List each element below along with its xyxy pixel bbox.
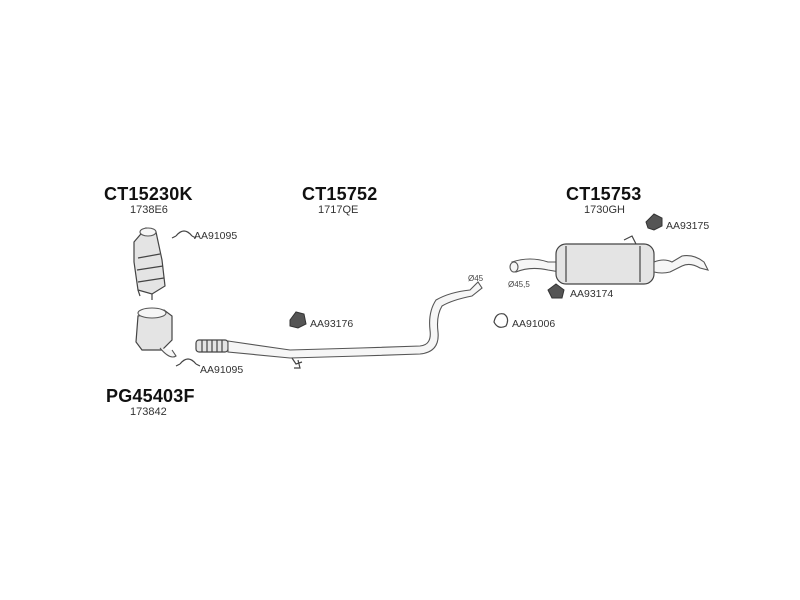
particle-filter bbox=[135, 307, 177, 358]
clamp-icon bbox=[175, 358, 201, 367]
part-number-particle-filter: PG45403F bbox=[106, 386, 195, 406]
catalytic-converter bbox=[133, 227, 166, 300]
dimension-label-silencer-inlet-diameter: Ø45,5 bbox=[508, 280, 530, 289]
ref-number-front-pipe: 1717QE bbox=[318, 204, 359, 216]
accessory-label-mount-front: AA93176 bbox=[310, 318, 354, 330]
accessory-label-mount-rear: AA93174 bbox=[570, 288, 614, 300]
accessory-label-clamp-rear: AA91006 bbox=[512, 318, 556, 330]
rubber-mount-icon bbox=[547, 283, 565, 299]
accessory-label-clamp-bottom: AA91095 bbox=[200, 364, 244, 376]
part-number-catalytic-converter: CT15230K bbox=[104, 184, 193, 204]
rubber-mount-icon bbox=[289, 311, 307, 329]
ref-number-catalytic-converter: 1738E6 bbox=[130, 204, 168, 216]
clamp-icon bbox=[493, 313, 509, 328]
clamp-icon bbox=[171, 230, 197, 239]
rear-silencer bbox=[509, 235, 710, 285]
accessory-label-mount-top: AA93175 bbox=[666, 220, 710, 232]
ref-number-particle-filter: 173842 bbox=[130, 406, 167, 418]
front-pipe bbox=[195, 281, 483, 369]
accessory-label-clamp-top: AA91095 bbox=[194, 230, 238, 242]
part-number-front-pipe: CT15752 bbox=[302, 184, 378, 204]
dimension-label-pipe-diameter: Ø45 bbox=[468, 274, 484, 283]
ref-number-rear-silencer: 1730GH bbox=[584, 204, 625, 216]
bracket-icon bbox=[645, 213, 663, 231]
part-number-rear-silencer: CT15753 bbox=[566, 184, 642, 204]
